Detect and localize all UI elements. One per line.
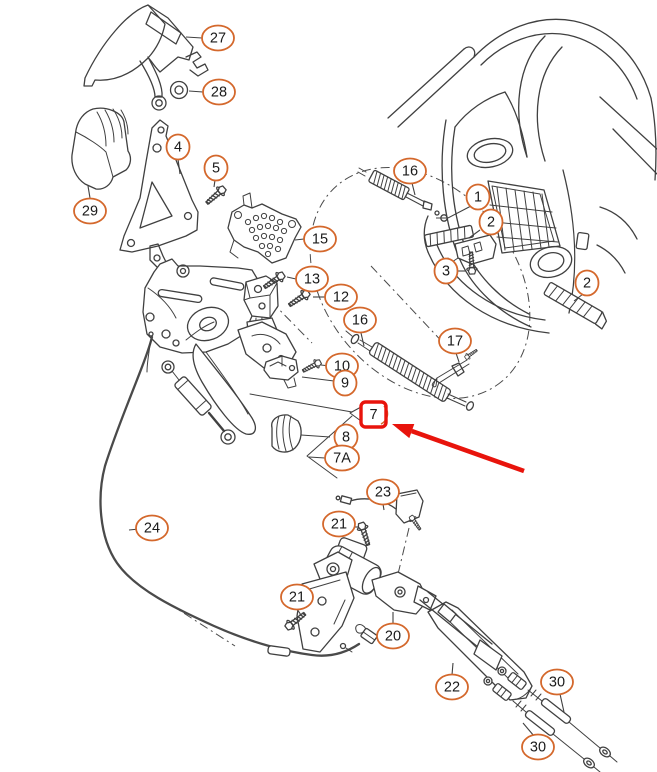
callout-label: 29 (82, 204, 98, 220)
callout-3[interactable]: 3 (433, 257, 467, 285)
callout-label: 4 (174, 140, 182, 156)
highlight-arrow (392, 424, 525, 474)
callout-label: 24 (144, 521, 160, 537)
callout-16-mid[interactable]: 16 (343, 306, 377, 347)
callout-label: 5 (212, 161, 220, 177)
part-art-pedal-module (142, 258, 297, 445)
part-art-30-cables (483, 666, 618, 772)
callout-30-upper[interactable]: 30 (540, 668, 574, 713)
callout-label: 21 (289, 590, 305, 606)
callout-21-lower[interactable]: 21 (280, 583, 314, 616)
callout-layer: 272829451513121612321617109787A232124212… (73, 24, 600, 761)
callout-12[interactable]: 12 (313, 283, 358, 311)
callout-21-upper[interactable]: 21 (322, 510, 358, 538)
callout-label: 2 (487, 215, 495, 231)
callout-label: 7A (333, 451, 351, 467)
callout-label: 21 (331, 517, 347, 533)
callout-label: 20 (385, 629, 401, 645)
callout-label: 30 (549, 675, 565, 691)
callout-label: 28 (211, 85, 227, 101)
part-art-15-plate (227, 192, 302, 264)
callout-15[interactable]: 15 (294, 225, 337, 253)
part-art-24-cable (99, 331, 378, 657)
part-art-29-foam (71, 107, 132, 190)
callout-label: 1 (474, 190, 482, 206)
callout-label: 13 (304, 272, 320, 288)
part-art-17-adjuster (431, 359, 470, 388)
callout-label: 2 (583, 276, 591, 292)
callout-17[interactable]: 17 (438, 327, 472, 363)
callout-label: 30 (530, 740, 546, 756)
part-art-10-bolt (300, 357, 324, 376)
callout-27[interactable]: 27 (185, 24, 235, 52)
callout-2-bracket[interactable]: 2 (468, 208, 504, 239)
callout-label: 9 (341, 376, 349, 392)
callout-label: 23 (375, 485, 391, 501)
callout-9[interactable]: 9 (301, 369, 358, 397)
callout-label: 22 (444, 680, 460, 696)
callout-7[interactable]: 7 (359, 400, 389, 429)
callout-29[interactable]: 29 (73, 185, 107, 225)
callout-30-lower[interactable]: 30 (521, 722, 555, 761)
part-art-23-pin (407, 513, 424, 533)
callout-4[interactable]: 4 (165, 133, 191, 175)
callout-28[interactable]: 28 (188, 78, 236, 106)
callout-label: 12 (333, 290, 349, 306)
dashboard-art (387, 18, 657, 334)
callout-label: 7 (369, 407, 377, 423)
callout-20[interactable]: 20 (376, 612, 410, 650)
callout-5[interactable]: 5 (203, 154, 229, 188)
callout-1[interactable]: 1 (436, 183, 491, 219)
callout-label: 16 (402, 164, 418, 180)
callout-23[interactable]: 23 (366, 478, 400, 511)
callout-label: 8 (342, 430, 350, 446)
callout-label: 15 (312, 232, 328, 248)
callout-label: 3 (442, 264, 450, 280)
highlight-box (359, 400, 388, 429)
part-art-4-bracket (119, 119, 199, 269)
callout-label: 16 (352, 313, 368, 329)
callout-13[interactable]: 13 (286, 265, 329, 293)
part-art-16-cable-mid (345, 330, 475, 411)
callout-24[interactable]: 24 (128, 514, 169, 542)
part-art-28-washer (169, 80, 189, 100)
callout-label: 17 (447, 334, 463, 350)
callout-22[interactable]: 22 (435, 662, 469, 701)
callout-label: 27 (210, 31, 226, 47)
part-art-2-trim (543, 282, 608, 330)
callout-16-top[interactable]: 16 (393, 157, 427, 196)
part-art-9-switch (263, 355, 299, 389)
center-vent-grille (487, 180, 561, 254)
callout-2-trim[interactable]: 2 (573, 269, 600, 302)
part-art-27-cover (83, 4, 209, 111)
part-art-5-bolt (202, 183, 229, 208)
part-art-20-lever-assembly (296, 537, 503, 671)
callout-7A[interactable]: 7A (308, 444, 360, 472)
part-art-8-pedal-pad (271, 414, 302, 453)
